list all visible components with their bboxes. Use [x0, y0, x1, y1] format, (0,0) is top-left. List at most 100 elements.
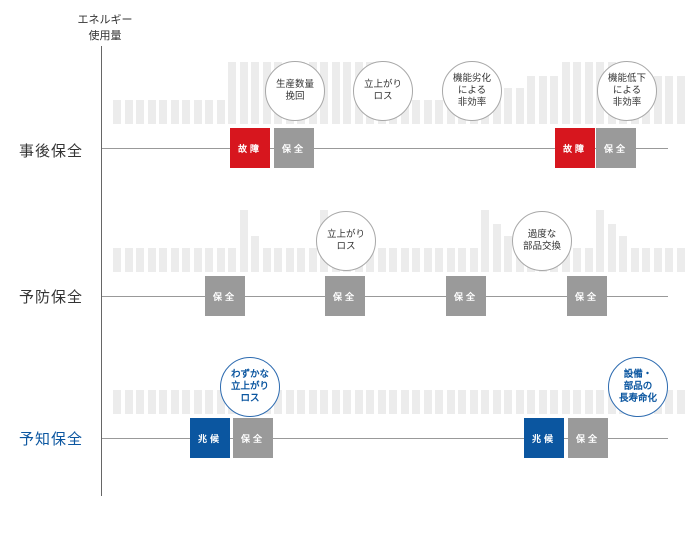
energy-bar: [481, 390, 489, 414]
energy-bar: [389, 248, 397, 272]
energy-bar: [159, 390, 167, 414]
energy-bar: [596, 390, 604, 414]
energy-bar: [584, 62, 593, 124]
energy-bar: [159, 100, 167, 124]
event-label: 保全: [574, 292, 599, 303]
maintenance-box: 保全: [233, 418, 273, 458]
energy-bar: [124, 248, 133, 272]
bubble-text: 機能劣化 による 非効率: [452, 73, 491, 108]
energy-bar: [274, 248, 282, 272]
row-label-predictive: 予知保全: [18, 430, 83, 448]
energy-bar: [343, 62, 351, 124]
energy-bar: [676, 76, 685, 124]
energy-bar: [377, 248, 386, 272]
row-label-reactive: 事後保全: [18, 142, 83, 160]
energy-bar: [228, 62, 236, 124]
energy-bar: [377, 390, 386, 414]
energy-bar: [573, 62, 581, 124]
energy-bar: [400, 100, 409, 124]
energy-bar: [527, 390, 535, 414]
energy-bar: [573, 390, 581, 414]
maintenance-box: 保全: [325, 276, 365, 316]
y-axis-line: [101, 46, 102, 496]
baseline-preventive: [102, 296, 668, 297]
energy-bar: [423, 248, 432, 272]
bubble-text: 生産数量 挽回: [275, 79, 314, 102]
event-label: 兆候: [197, 434, 222, 445]
annotation-bubble: 立上がり ロス: [316, 211, 376, 271]
energy-bar: [147, 390, 156, 414]
energy-bar: [412, 248, 420, 272]
energy-bar: [561, 62, 570, 124]
energy-bar: [147, 248, 156, 272]
bubble-text: 立上がり ロス: [363, 79, 402, 102]
energy-bar: [435, 248, 443, 272]
energy-bar: [205, 390, 213, 414]
energy-bar: [561, 248, 570, 272]
energy-bar: [308, 248, 317, 272]
energy-bar: [596, 210, 604, 272]
energy-bar: [354, 390, 363, 414]
energy-bar: [676, 390, 685, 414]
energy-bar: [469, 390, 478, 414]
energy-bar: [320, 390, 328, 414]
energy-bar: [676, 248, 685, 272]
energy-bar: [389, 390, 397, 414]
energy-bar: [458, 390, 466, 414]
energy-bar: [435, 390, 443, 414]
energy-bar: [423, 390, 432, 414]
energy-bar: [366, 248, 374, 272]
energy-bar: [205, 100, 213, 124]
event-label: 保全: [603, 144, 628, 155]
energy-bar: [653, 248, 662, 272]
annotation-bubble: 機能劣化 による 非効率: [442, 61, 502, 121]
energy-bar: [308, 390, 317, 414]
energy-bar: [412, 100, 420, 124]
energy-bar: [193, 100, 202, 124]
maintenance-box: 保全: [568, 418, 608, 458]
energy-bar: [182, 248, 190, 272]
baseline-predictive: [102, 438, 668, 439]
energy-bar: [228, 248, 236, 272]
energy-bar: [205, 248, 213, 272]
energy-bar: [113, 390, 121, 414]
energy-bar: [653, 76, 662, 124]
fault-box: 故障: [555, 128, 595, 168]
energy-bar: [400, 390, 409, 414]
energy-bar: [619, 236, 627, 272]
energy-bar: [124, 390, 133, 414]
energy-bar: [159, 248, 167, 272]
energy-bar: [561, 390, 570, 414]
energy-bar: [182, 390, 190, 414]
annotation-bubble: わずかな 立上がり ロス: [220, 357, 280, 417]
maintenance-box: 保全: [205, 276, 245, 316]
energy-bar: [239, 210, 248, 272]
energy-bar: [607, 224, 616, 272]
maintenance-box: 保全: [274, 128, 314, 168]
energy-bar: [331, 62, 340, 124]
annotation-bubble: 設備・ 部品の 長寿命化: [608, 357, 668, 417]
baseline-reactive: [102, 148, 668, 149]
energy-bar: [170, 390, 179, 414]
energy-bar: [113, 100, 121, 124]
energy-bar: [285, 390, 294, 414]
energy-bar: [538, 76, 547, 124]
maintenance-box: 保全: [567, 276, 607, 316]
energy-bar: [136, 100, 144, 124]
bubble-text: 機能低下 による 非効率: [607, 73, 646, 108]
bubble-text: 設備・ 部品の 長寿命化: [618, 369, 657, 404]
energy-bar: [170, 248, 179, 272]
energy-bar: [423, 100, 432, 124]
energy-bar: [665, 248, 673, 272]
event-label: 保全: [281, 144, 306, 155]
energy-bar: [262, 248, 271, 272]
energy-bar: [538, 390, 547, 414]
event-label: 保全: [212, 292, 237, 303]
bubble-text: わずかな 立上がり ロス: [230, 369, 269, 404]
energy-bar: [527, 76, 535, 124]
energy-bar: [630, 248, 639, 272]
energy-bar: [550, 76, 558, 124]
energy-bar: [504, 236, 512, 272]
energy-bar: [239, 62, 248, 124]
